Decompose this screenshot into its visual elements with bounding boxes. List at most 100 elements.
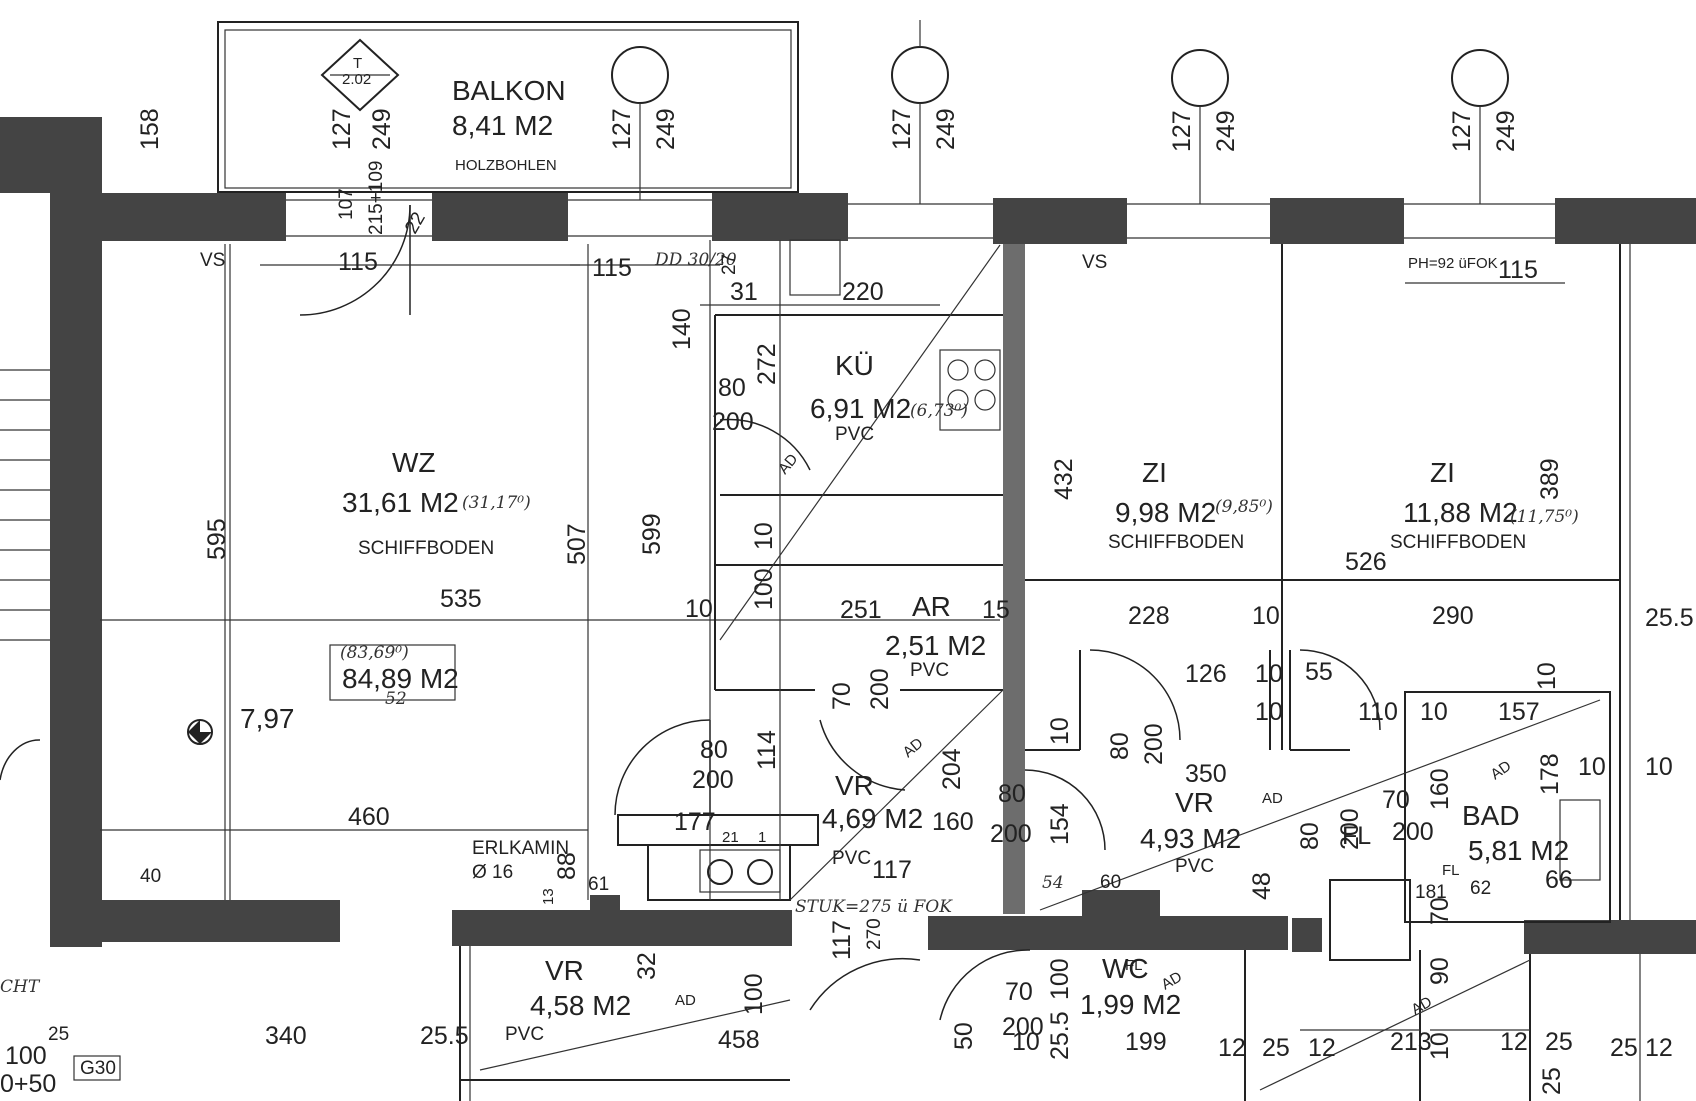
- zi2-floor: SCHIFFBODEN: [1390, 532, 1526, 553]
- dim-13: 13: [540, 888, 557, 905]
- dim-25-5-b: 25.5: [420, 1022, 469, 1050]
- room-wc: WC 1,99 M2: [1080, 953, 1181, 1020]
- win2-dim-a: 127: [888, 108, 916, 150]
- fl-label-1: FL: [1125, 957, 1143, 974]
- dim-80-d: 80: [998, 780, 1026, 808]
- ar-floor: PVC: [910, 660, 949, 681]
- dim-10-a: 10: [685, 595, 713, 623]
- room-vr-1: VR 4,69 M2 PVC: [822, 770, 923, 869]
- total-note: (83,69⁰): [340, 643, 409, 663]
- dim-200-c: 200: [692, 766, 734, 794]
- dim-100-c: 100: [5, 1042, 47, 1070]
- dim-25-e: 25: [1610, 1034, 1638, 1062]
- wz-name: WZ: [392, 447, 436, 478]
- wz-area: 31,61 M2: [342, 487, 459, 518]
- dim-157: 157: [1498, 698, 1540, 726]
- zi1-note: (9,85⁰): [1215, 497, 1273, 517]
- dim-12-c: 12: [1500, 1028, 1528, 1056]
- win3-dim-a: 127: [1168, 110, 1196, 152]
- misc-labels: VS VS DD 30/20 PH=92 üFOK STUK=275 ü FOK…: [0, 250, 1515, 1081]
- dim-25-a: 25: [48, 1024, 69, 1045]
- dim-340: 340: [265, 1022, 307, 1050]
- dim-110: 110: [1358, 698, 1398, 726]
- dim-158: 158: [136, 108, 164, 150]
- dim-31: 31: [730, 278, 758, 306]
- dimensions: 158 107 215+109 22 115 115 115 31 220 14…: [0, 108, 1694, 1098]
- dim-10-d: 10: [1255, 660, 1283, 688]
- cht-label: CHT: [0, 977, 41, 997]
- dim-215: 215+109: [366, 161, 387, 236]
- total-value: 84,89 M2: [342, 663, 459, 694]
- dim-114: 114: [753, 730, 781, 770]
- dim-62: 62: [1470, 878, 1491, 899]
- dim-40: 40: [140, 866, 161, 887]
- ad-label-4: AD: [1488, 757, 1515, 783]
- ad-label-2: AD: [900, 735, 927, 762]
- vr2-floor: PVC: [1175, 856, 1214, 877]
- dim-526: 526: [1345, 548, 1387, 576]
- dim-115-c: 115: [1498, 256, 1538, 284]
- dim-80-c: 80: [1106, 732, 1134, 760]
- dim-12-d: 12: [1645, 1034, 1673, 1062]
- room-zi-2: ZI 11,88 M2 (11,75⁰) SCHIFFBODEN: [1390, 457, 1579, 553]
- ad-label-1: AD: [775, 451, 802, 478]
- dim-599: 599: [638, 513, 666, 555]
- wz-note: (31,17⁰): [462, 493, 531, 513]
- dim-432: 432: [1050, 458, 1078, 500]
- wc-area: 1,99 M2: [1080, 989, 1181, 1020]
- dim-50: 50: [950, 1022, 978, 1050]
- wz-floor: SCHIFFBODEN: [358, 538, 494, 559]
- vr3-name: VR: [545, 955, 584, 986]
- balcony-label: BALKON 8,41 M2 HOLZBOHLEN T 2.02: [342, 55, 566, 174]
- dim-10-c: 10: [1252, 602, 1280, 630]
- dim-25-d: 25: [1538, 1067, 1566, 1095]
- room-vr-2: VR 4,93 M2 PVC: [1140, 787, 1241, 877]
- dim-177: 177: [674, 808, 716, 836]
- marker-number: 2.02: [342, 71, 371, 88]
- vr2-name: VR: [1175, 787, 1214, 818]
- zi2-area: 11,88 M2: [1403, 497, 1518, 528]
- erlkamin-diam: Ø 16: [472, 862, 513, 883]
- room-zi-1: ZI 9,98 M2 (9,85⁰) SCHIFFBODEN: [1108, 457, 1273, 553]
- dim-220: 220: [842, 278, 884, 306]
- dim-48: 48: [1248, 872, 1276, 900]
- dim-21: 21: [722, 829, 739, 846]
- walls: [0, 117, 1696, 954]
- dim-25-b: 25: [1262, 1034, 1290, 1062]
- dim-10-b: 10: [750, 522, 778, 550]
- dim-70-d: 70: [1005, 978, 1033, 1006]
- dim-1: 1: [758, 829, 766, 846]
- stuk-label: STUK=275 ü FOK: [795, 897, 953, 917]
- total-area: (83,69⁰) 84,89 M2 52 7,97: [240, 643, 459, 734]
- dim-12-b: 12: [1308, 1034, 1336, 1062]
- dim-10-i: 10: [1578, 753, 1606, 781]
- balcony-name: BALKON: [452, 75, 566, 106]
- dim-350: 350: [1185, 760, 1227, 788]
- dim-115-b: 115: [592, 254, 632, 282]
- dim-204: 204: [938, 748, 966, 790]
- ad-label-3: AD: [1262, 790, 1283, 807]
- vr2-area: 4,93 M2: [1140, 823, 1241, 854]
- room-bad: BAD 5,81 M2: [1462, 800, 1569, 866]
- dim-200-b: 200: [866, 668, 894, 710]
- dim-80-b: 80: [700, 736, 728, 764]
- dim-115-a: 115: [338, 248, 378, 276]
- kue-floor: PVC: [835, 424, 874, 445]
- kue-area: 6,91 M2: [810, 393, 911, 424]
- vr1-area: 4,69 M2: [822, 803, 923, 834]
- erlkamin-num: 88: [553, 852, 581, 880]
- win2-dim-b: 249: [932, 108, 960, 150]
- balcony-dim-b: 249: [368, 108, 396, 150]
- dim-60: 60: [1100, 872, 1121, 893]
- dim-154: 154: [1046, 803, 1074, 845]
- dim-181: 181: [1415, 882, 1447, 903]
- dim-460: 460: [348, 803, 390, 831]
- dim-107: 107: [336, 188, 357, 220]
- dim-200-a: 200: [712, 408, 754, 436]
- vr1-name: VR: [835, 770, 874, 801]
- dim-100-b: 100: [740, 973, 768, 1015]
- dim-10-k: 10: [1012, 1028, 1040, 1056]
- dim-535: 535: [440, 585, 482, 613]
- dim-25-5-a: 25.5: [1645, 604, 1694, 632]
- win1-dim-b: 249: [652, 108, 680, 150]
